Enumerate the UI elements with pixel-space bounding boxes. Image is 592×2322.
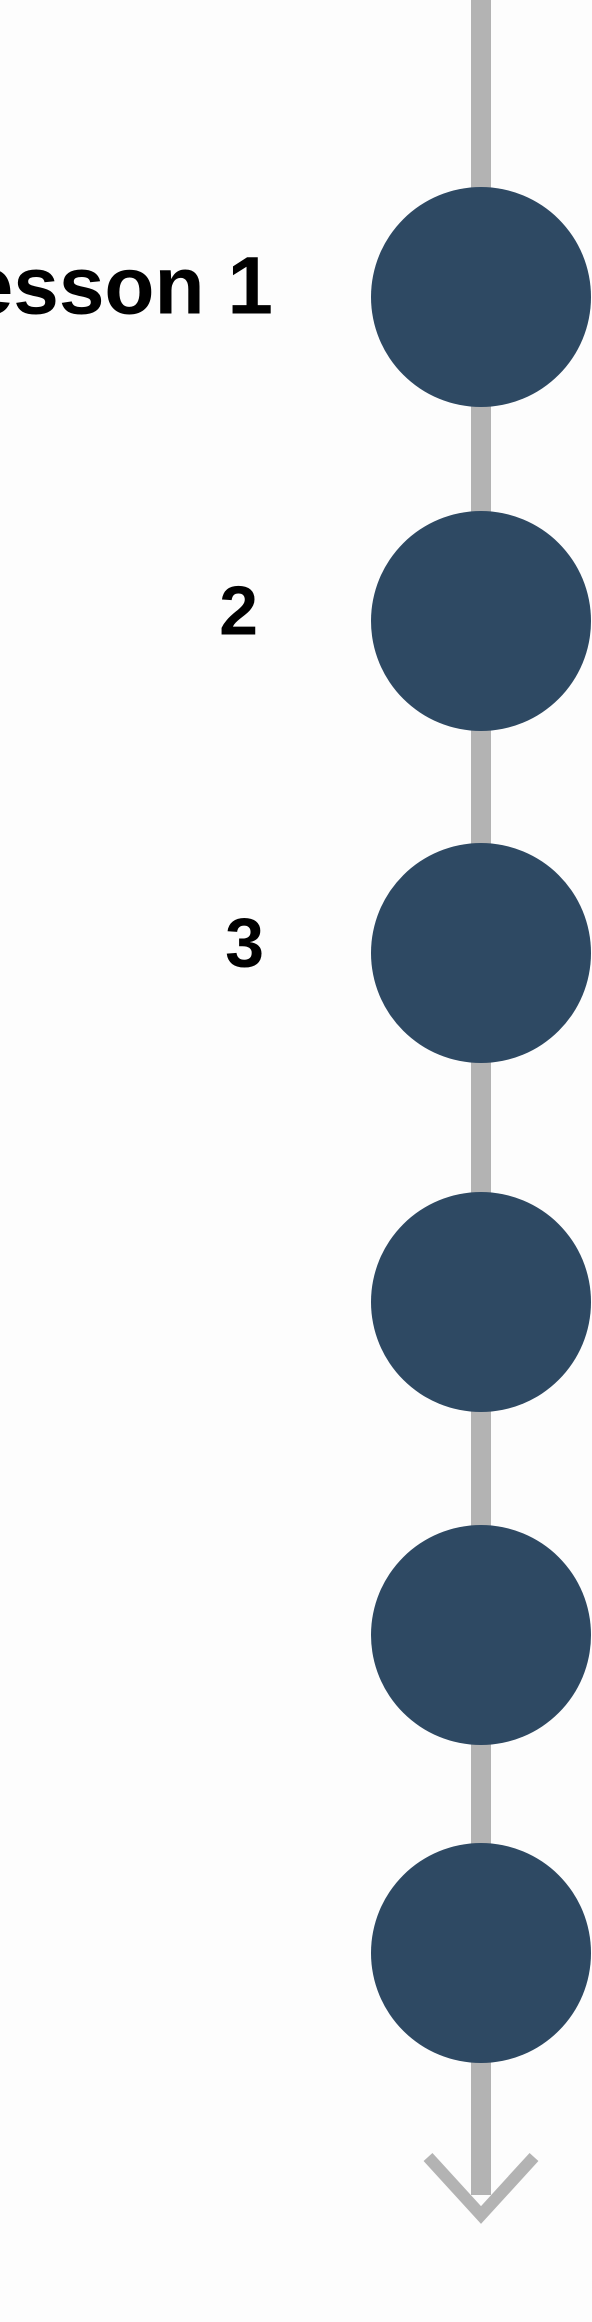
lesson-label-3: 3 — [225, 903, 264, 981]
timeline-node-1 — [371, 187, 591, 407]
timeline-node-2 — [371, 511, 591, 731]
timeline-node-4 — [371, 1192, 591, 1412]
timeline-node-6 — [371, 1843, 591, 2063]
timeline-node-5 — [371, 1525, 591, 1745]
lesson-label-2: 2 — [219, 571, 258, 649]
arrow-down-icon — [423, 2152, 539, 2224]
lesson-label-1: Lesson 1 — [0, 241, 273, 332]
timeline-nodes: Lesson 1 2 3 — [0, 187, 591, 2063]
timeline-node-3 — [371, 843, 591, 1063]
